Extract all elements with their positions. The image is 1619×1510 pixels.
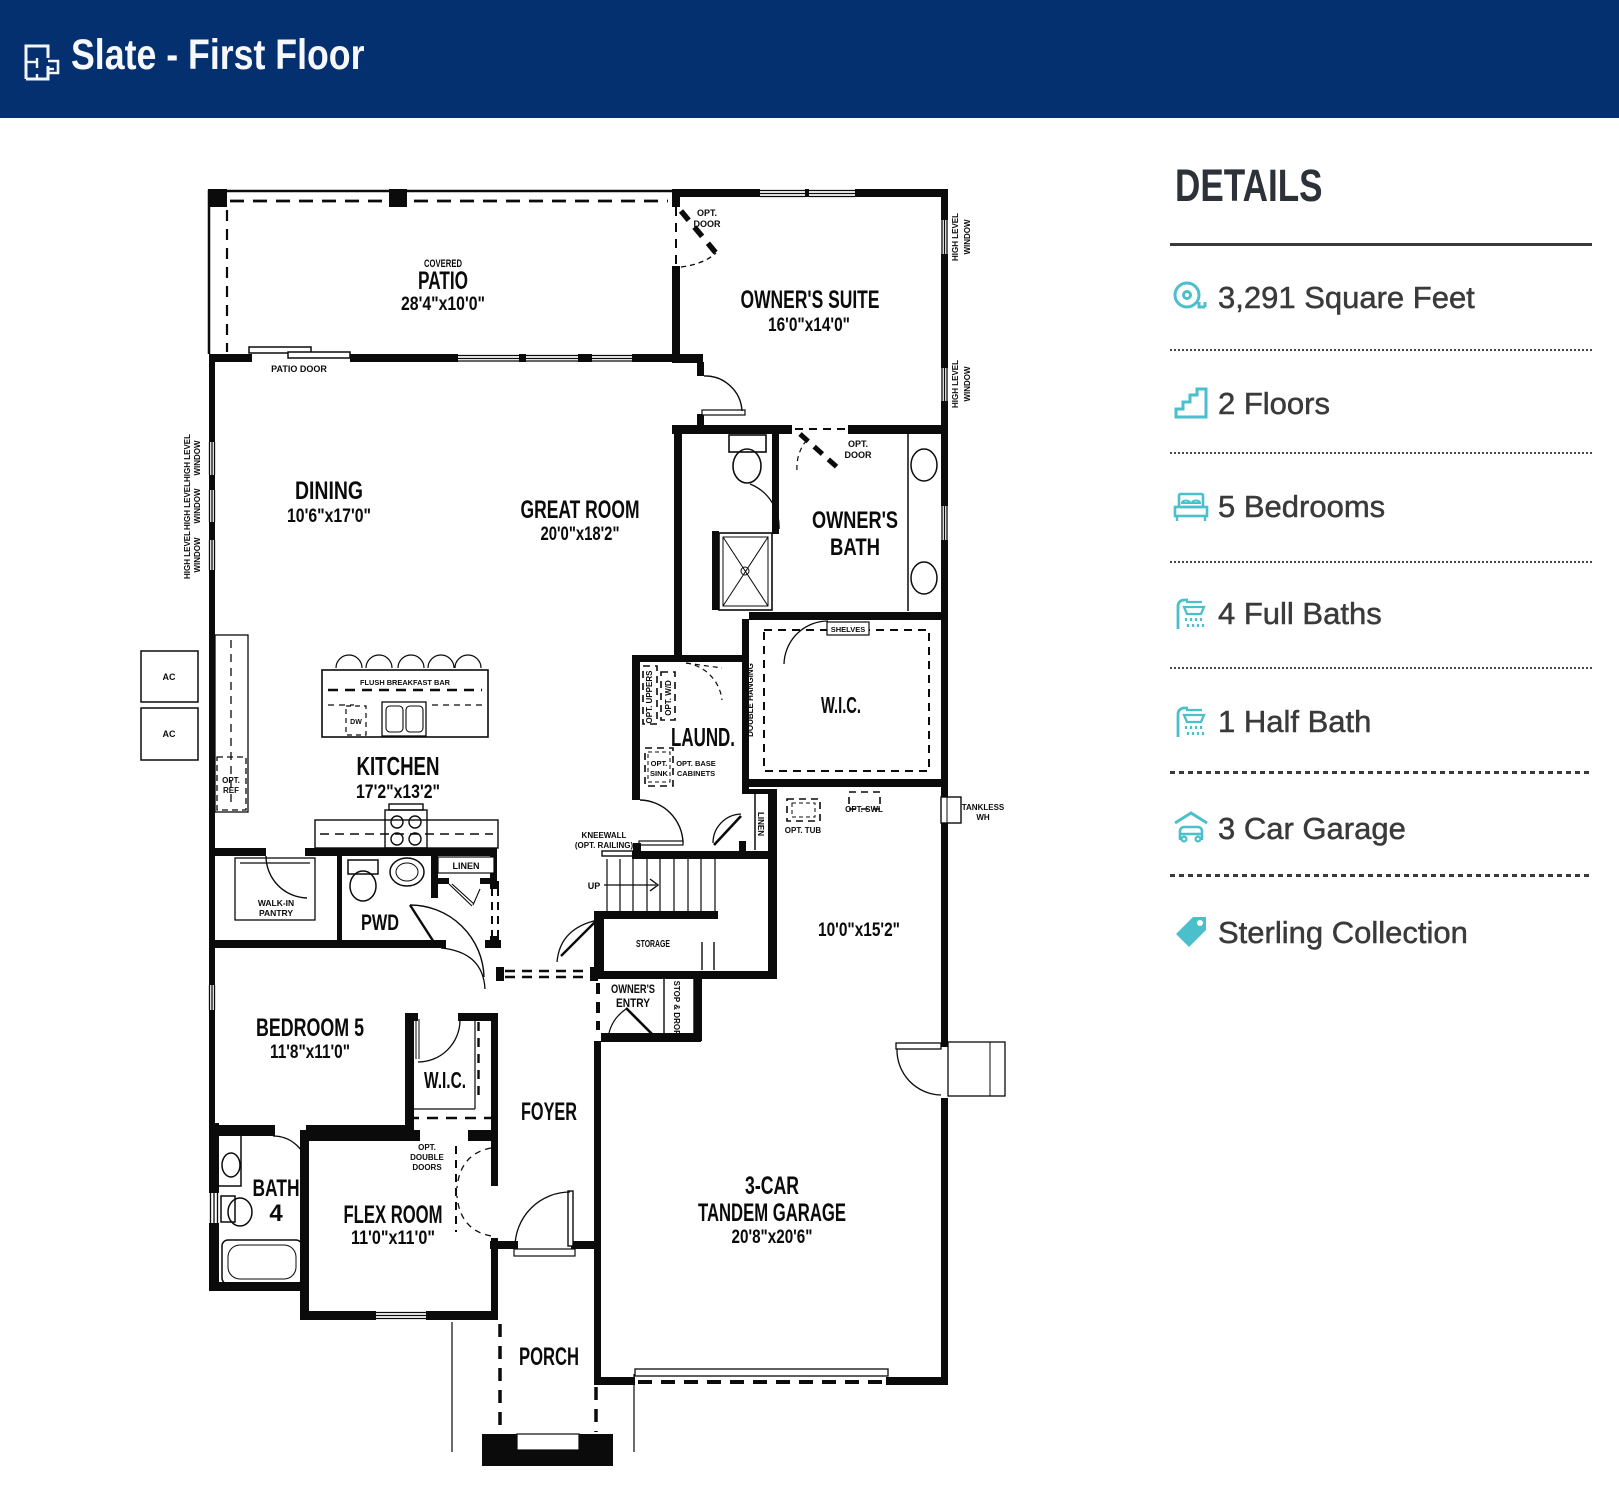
svg-text:W.I.C.: W.I.C. xyxy=(424,1067,466,1093)
svg-text:SINK: SINK xyxy=(650,769,669,778)
svg-text:KNEEWALL: KNEEWALL xyxy=(582,831,627,840)
svg-text:WINDOW: WINDOW xyxy=(963,219,972,255)
svg-text:GREAT ROOM: GREAT ROOM xyxy=(521,496,640,524)
svg-text:BATH: BATH xyxy=(830,534,880,561)
svg-text:10'6"x17'0": 10'6"x17'0" xyxy=(287,506,371,527)
svg-text:20'0"x18'2": 20'0"x18'2" xyxy=(541,524,620,545)
svg-text:HIGH LEVEL: HIGH LEVEL xyxy=(183,434,192,482)
svg-text:ENTRY: ENTRY xyxy=(616,996,650,1010)
svg-text:AC: AC xyxy=(163,729,176,739)
svg-text:OPT. BASE: OPT. BASE xyxy=(676,759,716,768)
svg-text:OPT. UPPERS: OPT. UPPERS xyxy=(645,670,654,724)
svg-text:PORCH: PORCH xyxy=(519,1343,579,1371)
svg-text:FLUSH BREAKFAST BAR: FLUSH BREAKFAST BAR xyxy=(360,678,451,687)
svg-text:LAUND.: LAUND. xyxy=(671,722,735,752)
svg-text:OPT.: OPT. xyxy=(418,1143,436,1152)
svg-text:WH: WH xyxy=(976,813,990,822)
svg-text:3-CAR: 3-CAR xyxy=(745,1172,799,1200)
svg-text:FOYER: FOYER xyxy=(521,1098,577,1126)
svg-text:OPT. TUB: OPT. TUB xyxy=(785,826,822,835)
svg-text:WINDOW: WINDOW xyxy=(193,488,202,524)
svg-text:KITCHEN: KITCHEN xyxy=(357,751,440,781)
svg-text:STOP & DROP: STOP & DROP xyxy=(672,981,681,1036)
svg-text:HIGH LEVEL: HIGH LEVEL xyxy=(951,213,960,261)
svg-text:DOOR: DOOR xyxy=(845,450,873,460)
svg-text:LINEN: LINEN xyxy=(756,812,765,836)
svg-text:16'0"x14'0": 16'0"x14'0" xyxy=(768,315,850,336)
svg-text:OWNER'S: OWNER'S xyxy=(812,507,898,534)
svg-text:WINDOW: WINDOW xyxy=(193,537,202,573)
svg-text:UP: UP xyxy=(588,881,601,891)
svg-text:SHELVES: SHELVES xyxy=(831,625,865,634)
svg-text:OPT. W/D: OPT. W/D xyxy=(664,680,673,716)
svg-text:11'0"x11'0": 11'0"x11'0" xyxy=(351,1228,435,1249)
svg-text:OPT.: OPT. xyxy=(651,759,668,768)
svg-text:DOOR: DOOR xyxy=(694,219,722,229)
svg-text:OPT. SWL: OPT. SWL xyxy=(845,805,883,814)
svg-text:REF: REF xyxy=(223,786,239,795)
svg-text:AC: AC xyxy=(163,672,176,682)
svg-text:OWNER'S: OWNER'S xyxy=(611,982,655,996)
svg-text:WINDOW: WINDOW xyxy=(193,440,202,476)
svg-text:PANTRY: PANTRY xyxy=(259,908,293,918)
svg-text:STORAGE: STORAGE xyxy=(636,938,670,950)
svg-text:COVERED: COVERED xyxy=(424,258,462,270)
svg-text:DOUBLE HANGING: DOUBLE HANGING xyxy=(746,663,755,737)
svg-text:17'2"x13'2": 17'2"x13'2" xyxy=(356,782,440,803)
svg-text:DINING: DINING xyxy=(295,477,363,505)
svg-text:DOUBLE: DOUBLE xyxy=(410,1153,444,1162)
svg-text:DW: DW xyxy=(350,719,362,726)
svg-text:HIGH LEVEL: HIGH LEVEL xyxy=(951,360,960,408)
svg-text:4: 4 xyxy=(269,1200,283,1227)
svg-text:11'8"x11'0": 11'8"x11'0" xyxy=(270,1042,350,1063)
svg-text:PATIO: PATIO xyxy=(418,267,468,295)
svg-text:BATH: BATH xyxy=(253,1175,300,1202)
svg-text:BEDROOM 5: BEDROOM 5 xyxy=(256,1014,364,1042)
svg-text:PWD: PWD xyxy=(361,910,399,935)
svg-text:OPT.: OPT. xyxy=(848,439,868,449)
svg-text:TANDEM GARAGE: TANDEM GARAGE xyxy=(698,1199,846,1227)
svg-text:WINDOW: WINDOW xyxy=(963,366,972,402)
svg-text:HIGH LEVEL: HIGH LEVEL xyxy=(183,482,192,530)
svg-text:W.I.C.: W.I.C. xyxy=(821,692,861,718)
svg-text:(OPT. RAILING): (OPT. RAILING) xyxy=(575,841,634,850)
svg-text:DOORS: DOORS xyxy=(412,1163,442,1172)
svg-text:20'8"x20'6": 20'8"x20'6" xyxy=(732,1227,813,1248)
svg-text:FLEX ROOM: FLEX ROOM xyxy=(344,1201,443,1229)
svg-text:TANKLESS: TANKLESS xyxy=(962,803,1005,812)
svg-text:CABINETS: CABINETS xyxy=(677,769,715,778)
svg-text:OWNER'S SUITE: OWNER'S SUITE xyxy=(741,286,880,314)
svg-text:OPT.: OPT. xyxy=(697,208,717,218)
svg-text:HIGH LEVEL: HIGH LEVEL xyxy=(183,531,192,579)
svg-text:PATIO DOOR: PATIO DOOR xyxy=(271,364,327,374)
svg-text:OPT.: OPT. xyxy=(222,776,240,785)
svg-text:28'4"x10'0": 28'4"x10'0" xyxy=(401,294,485,315)
svg-text:WALK-IN: WALK-IN xyxy=(258,898,294,908)
svg-text:10'0"x15'2": 10'0"x15'2" xyxy=(818,920,900,941)
svg-text:LINEN: LINEN xyxy=(453,861,480,871)
